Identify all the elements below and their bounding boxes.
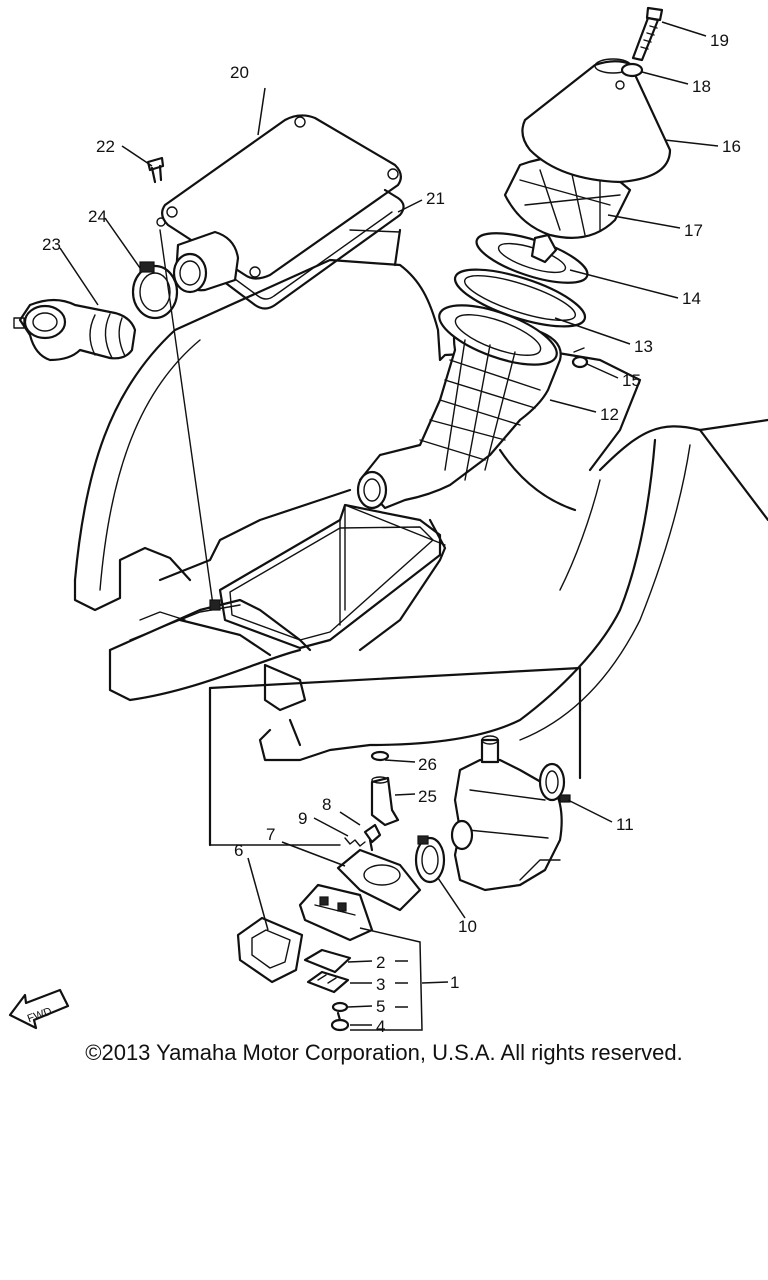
fwd-arrow-icon: FWD xyxy=(8,988,70,1030)
callout-8: 8 xyxy=(322,795,331,814)
ring-part-26 xyxy=(370,750,390,762)
callout-17: 17 xyxy=(684,221,703,240)
bolt-part-22 xyxy=(146,156,221,611)
callout-labels: 1 2 3 4 5 6 7 8 9 10 11 12 13 14 15 16 1… xyxy=(42,31,741,1036)
callout-18: 18 xyxy=(692,77,711,96)
clamp-part-10 xyxy=(414,835,446,884)
callout-24: 24 xyxy=(88,207,107,226)
boot-part-20-outlet xyxy=(172,230,240,294)
fitting-part-25 xyxy=(370,776,400,827)
hull-outline xyxy=(73,228,768,762)
plate-part-14 xyxy=(475,232,589,284)
callout-9: 9 xyxy=(298,809,307,828)
callout-21: 21 xyxy=(426,189,445,208)
callout-19: 19 xyxy=(710,31,729,50)
callout-26: 26 xyxy=(418,755,437,774)
duct-part-23 xyxy=(13,298,137,362)
reed-valve-part-1 xyxy=(298,883,374,942)
callout-16: 16 xyxy=(722,137,741,156)
bolt-part-19 xyxy=(631,6,664,62)
callout-25: 25 xyxy=(418,787,437,806)
band-part-24 xyxy=(131,261,179,320)
parts-diagram: FWD 1 2 3 4 xyxy=(8,6,768,1036)
callout-14: 14 xyxy=(682,289,701,308)
callout-20: 20 xyxy=(230,63,249,82)
copyright-notice: ©2013 Yamaha Motor Corporation, U.S.A. A… xyxy=(85,1040,683,1065)
clamp-part-11 xyxy=(538,762,571,803)
callout-11: 11 xyxy=(616,815,634,834)
washer-part-5 xyxy=(331,1001,349,1013)
callout-6: 6 xyxy=(234,841,243,860)
callout-1: 1 xyxy=(450,973,459,992)
airbox-opening xyxy=(218,503,446,650)
gasket-part-13 xyxy=(453,268,587,328)
reed-plate-parts-2-3 xyxy=(303,948,352,994)
leader-lines xyxy=(59,21,719,1031)
nut-part-15 xyxy=(571,347,589,369)
callout-23: 23 xyxy=(42,235,61,254)
callout-2: 2 xyxy=(376,953,385,972)
screw-part-4 xyxy=(330,1011,350,1032)
callout-4: 4 xyxy=(376,1017,385,1036)
washer-part-18 xyxy=(620,62,644,78)
callout-12: 12 xyxy=(600,405,619,424)
callout-7: 7 xyxy=(266,825,275,844)
callout-15: 15 xyxy=(622,371,641,390)
reed-housing-part-7 xyxy=(336,848,422,912)
callout-5: 5 xyxy=(376,997,385,1016)
callout-22: 22 xyxy=(96,137,115,156)
gasket-part-21 xyxy=(213,188,405,310)
callout-10: 10 xyxy=(458,917,477,936)
screw-part-8 xyxy=(363,823,382,852)
callout-3: 3 xyxy=(376,975,385,994)
callout-13: 13 xyxy=(634,337,653,356)
gasket-part-6 xyxy=(236,916,304,984)
spring-part-9 xyxy=(344,837,366,847)
lower-detail-frame xyxy=(208,666,582,847)
carburetor xyxy=(450,735,563,892)
cone-part-16 xyxy=(521,58,672,184)
intake-part-12 xyxy=(356,304,562,510)
